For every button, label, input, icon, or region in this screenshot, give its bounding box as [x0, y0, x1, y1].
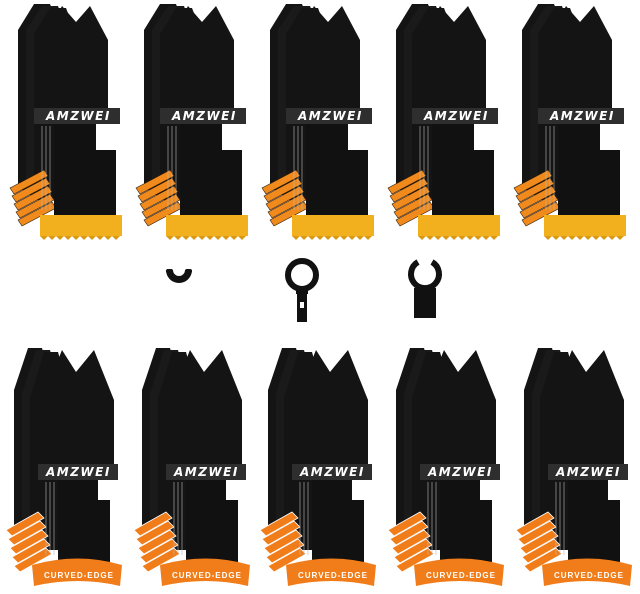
curved-blade-set-1: AMZWEI CURVED-EDGE	[2, 340, 130, 594]
brand-logo: AMZWEI	[298, 109, 363, 123]
curved-edge-blade-row: AMZWEI CURVED-EDGE	[0, 340, 640, 594]
brand-logo: AMZWEI	[46, 465, 111, 479]
straight-blade-set-2: AMZWEI	[130, 0, 258, 250]
curved-edge-label: CURVED-EDGE	[44, 571, 114, 580]
straight-blade-stack-icon	[513, 4, 626, 240]
brand-logo: AMZWEI	[46, 109, 111, 123]
straight-blade-stack-icon	[135, 4, 248, 240]
brand-logo: AMZWEI	[424, 109, 489, 123]
curved-blade-set-3: AMZWEI CURVED-EDGE	[256, 340, 384, 594]
straight-blade-stack-icon	[261, 4, 374, 240]
straight-edge-blade-row: AMZWEI	[0, 0, 640, 250]
straight-blade-set-1: AMZWEI	[4, 0, 132, 250]
curved-blade-stack-icon	[515, 348, 632, 586]
straight-blade-set-4: AMZWEI	[382, 0, 510, 250]
brand-logo: AMZWEI	[428, 465, 493, 479]
ring-adapter-icon	[285, 258, 319, 322]
curved-edge-label: CURVED-EDGE	[298, 571, 368, 580]
brand-logo: AMZWEI	[550, 109, 615, 123]
open-ring-adapter-icon	[408, 259, 442, 318]
curved-blade-stack-icon	[5, 348, 122, 586]
straight-blade-stack-icon	[387, 4, 500, 240]
curved-blade-stack-icon	[387, 348, 504, 586]
curved-blade-stack-icon	[259, 348, 376, 586]
curved-edge-label: CURVED-EDGE	[554, 571, 624, 580]
brand-logo: AMZWEI	[172, 109, 237, 123]
open-ring-adapter	[404, 250, 444, 330]
curved-blade-set-2: AMZWEI CURVED-EDGE	[130, 340, 258, 594]
brand-logo: AMZWEI	[556, 465, 621, 479]
straight-blade-stack-icon	[9, 4, 122, 240]
straight-blade-set-5: AMZWEI	[508, 0, 636, 250]
u-adapter-icon	[166, 269, 192, 283]
u-shaped-adapter	[158, 250, 198, 330]
brand-logo: AMZWEI	[174, 465, 239, 479]
curved-edge-label: CURVED-EDGE	[172, 571, 242, 580]
brand-logo: AMZWEI	[300, 465, 365, 479]
ring-adapter-with-tab	[282, 250, 322, 330]
curved-blade-stack-icon	[133, 348, 250, 586]
curved-blade-set-5: AMZWEI CURVED-EDGE	[512, 340, 640, 594]
curved-blade-set-4: AMZWEI CURVED-EDGE	[384, 340, 512, 594]
curved-edge-label: CURVED-EDGE	[426, 571, 496, 580]
straight-blade-set-3: AMZWEI	[256, 0, 384, 250]
